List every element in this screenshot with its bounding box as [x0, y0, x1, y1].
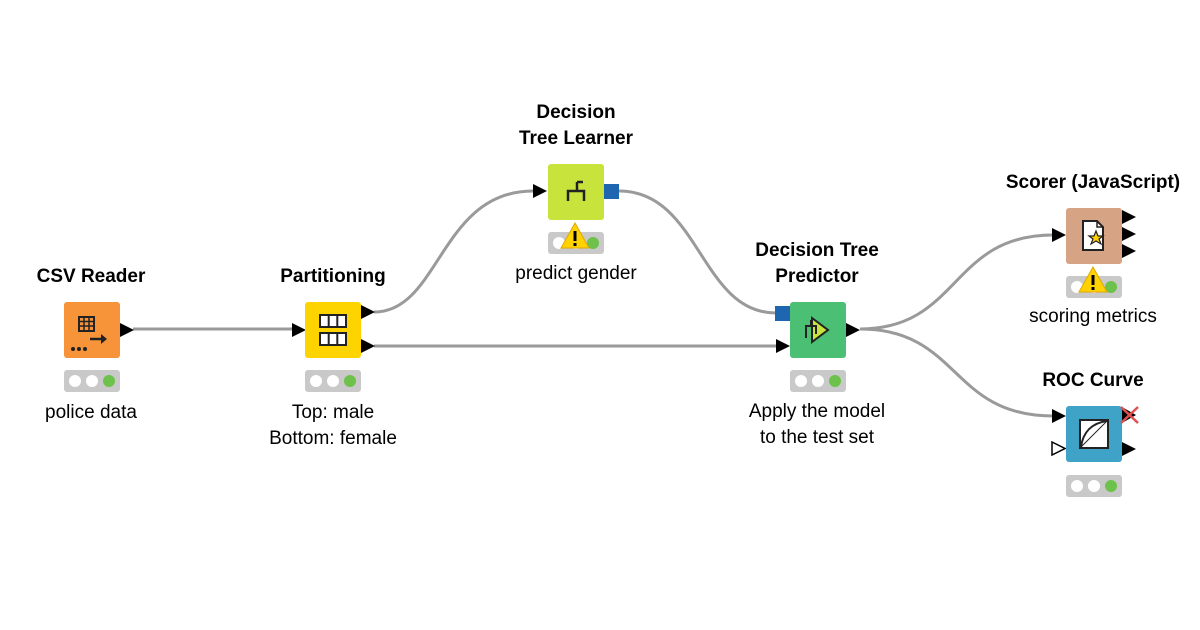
node-icon-box[interactable]: [1066, 208, 1122, 264]
description-line: to the test set: [759, 427, 875, 448]
input-port-optional[interactable]: [1051, 441, 1066, 456]
node-icon-box[interactable]: [790, 302, 846, 358]
output-port-table[interactable]: [120, 323, 134, 337]
status-dot: [310, 375, 322, 387]
output-port-model[interactable]: [604, 184, 619, 199]
connection-learner-model-to-predictor[interactable]: [618, 189, 777, 315]
node-icon-box[interactable]: [64, 302, 120, 358]
status-dot-green: [103, 375, 115, 387]
csv-reader-icon: [71, 316, 107, 351]
input-port-table[interactable]: [533, 184, 547, 198]
status-dot: [812, 375, 824, 387]
status-dot: [327, 375, 339, 387]
node-title: Partitioning: [280, 266, 386, 287]
output-port-table[interactable]: [1122, 442, 1136, 456]
output-port-3[interactable]: [1122, 244, 1136, 258]
node-title: CSV Reader: [36, 266, 146, 287]
status-traffic-light: [64, 370, 120, 392]
node-description[interactable]: Top: male Bottom: female: [243, 400, 423, 452]
input-port-model[interactable]: [775, 306, 790, 321]
description-line: Bottom: female: [269, 428, 397, 449]
status-traffic-light: [1066, 266, 1122, 298]
warning-icon: [1078, 266, 1108, 293]
output-port-view-inactive[interactable]: [1116, 404, 1142, 426]
connection-predictor-to-roc-curve[interactable]: [859, 327, 1054, 418]
status-dot: [86, 375, 98, 387]
output-port-2[interactable]: [1122, 227, 1136, 241]
node-description[interactable]: police data: [45, 402, 137, 423]
node-description[interactable]: Apply the model to the test set: [727, 399, 907, 451]
status-dot: [1088, 480, 1100, 492]
status-traffic-light: [1066, 475, 1122, 497]
title-line: Decision: [536, 102, 616, 123]
connection-partitioning-top-to-learner[interactable]: [373, 189, 534, 314]
output-port-bottom[interactable]: [361, 339, 375, 353]
title-line: Predictor: [775, 266, 859, 287]
node-title: ROC Curve: [1042, 370, 1144, 391]
node-icon-box[interactable]: [1066, 406, 1122, 462]
node-scorer-javascript[interactable]: Scorer (JavaScript) scoring metrics: [1003, 170, 1183, 340]
output-port-top[interactable]: [361, 305, 375, 319]
input-port-table[interactable]: [1052, 228, 1066, 242]
warning-icon: [560, 222, 590, 249]
node-decision-tree-learner[interactable]: Decision Tree Learner predict gender: [486, 100, 666, 290]
status-dot-green: [829, 375, 841, 387]
partitioning-icon: [319, 314, 347, 346]
node-icon-box[interactable]: [305, 302, 361, 358]
output-port-1[interactable]: [1122, 210, 1136, 224]
status-traffic-light: [305, 370, 361, 392]
node-title: Decision Tree Learner: [486, 100, 666, 152]
description-line: Top: male: [291, 402, 375, 423]
status-traffic-light: [790, 370, 846, 392]
scorer-icon: [1082, 220, 1105, 251]
connection-predictor-to-scorer[interactable]: [859, 233, 1054, 331]
input-port-table[interactable]: [776, 339, 790, 353]
node-description[interactable]: predict gender: [515, 263, 637, 284]
node-title: Scorer (JavaScript): [1005, 172, 1181, 193]
node-decision-tree-predictor[interactable]: Decision Tree Predictor Apply the model …: [727, 238, 907, 458]
node-partitioning[interactable]: Partitioning Top: male Bottom: female: [243, 264, 423, 454]
description-line: Apply the model: [748, 401, 886, 422]
output-port-table[interactable]: [846, 323, 860, 337]
decision-tree-icon: [566, 180, 586, 201]
status-dot: [69, 375, 81, 387]
predictor-icon: [805, 316, 830, 344]
node-icon-box[interactable]: [548, 164, 604, 220]
input-port-table[interactable]: [292, 323, 306, 337]
status-dot-green: [1105, 281, 1117, 293]
status-dot-green: [587, 237, 599, 249]
status-traffic-light: [548, 222, 604, 254]
node-csv-reader[interactable]: CSV Reader police data: [1, 264, 181, 434]
roc-curve-icon: [1079, 419, 1109, 449]
node-title: Decision Tree Predictor: [727, 238, 907, 290]
node-roc-curve[interactable]: ROC Curve: [1003, 368, 1183, 498]
status-dot: [795, 375, 807, 387]
status-dot: [1071, 480, 1083, 492]
status-dot-green: [344, 375, 356, 387]
status-dot-green: [1105, 480, 1117, 492]
title-line: Decision Tree: [755, 240, 879, 261]
title-line: Tree Learner: [518, 128, 634, 149]
input-port-table[interactable]: [1052, 409, 1066, 423]
node-description[interactable]: scoring metrics: [1029, 306, 1157, 327]
